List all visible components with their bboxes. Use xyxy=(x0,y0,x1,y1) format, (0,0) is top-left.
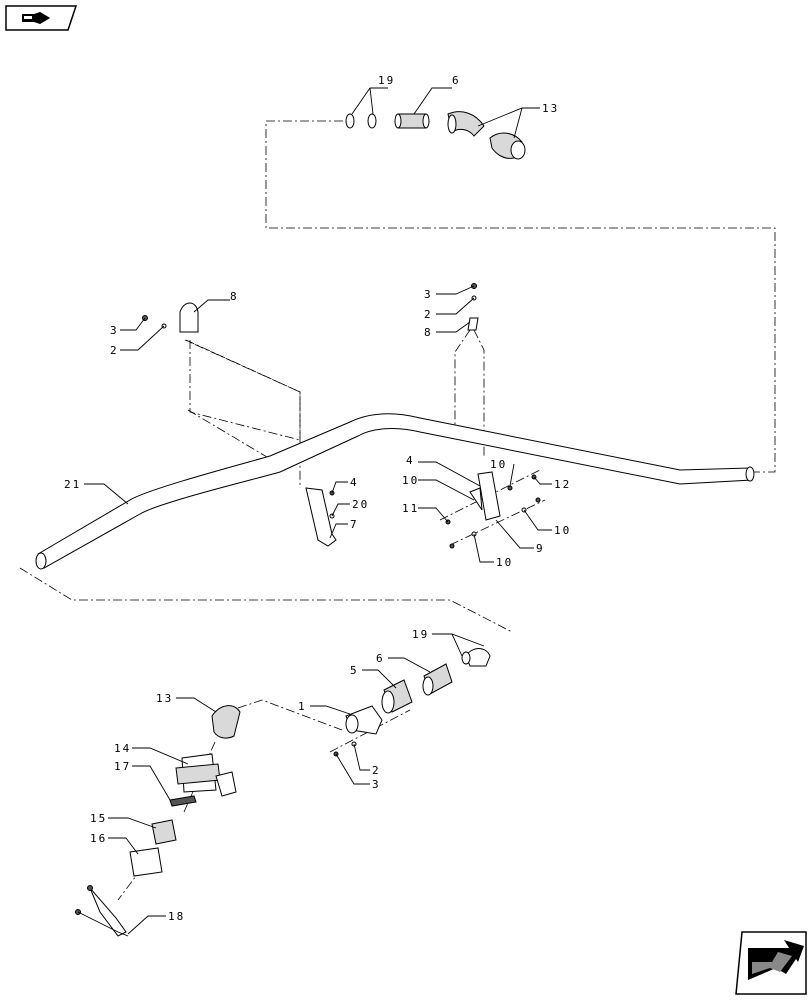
callout-5: 5 xyxy=(350,664,359,677)
callout-4: 4 xyxy=(350,476,359,489)
callout-19: 19 xyxy=(412,628,429,641)
callout-13: 13 xyxy=(542,102,559,115)
callout-10: 10 xyxy=(496,556,513,569)
callout-11: 11 xyxy=(402,502,419,515)
callout-7: 7 xyxy=(350,518,359,531)
callout-19: 19 xyxy=(378,74,395,87)
lower-assembly xyxy=(75,648,491,937)
callout-1: 1 xyxy=(298,700,307,713)
callout-9: 9 xyxy=(536,542,545,555)
main-tube xyxy=(35,413,755,570)
callout-2: 2 xyxy=(372,764,381,777)
callout-6: 6 xyxy=(376,652,385,665)
clamps-brackets xyxy=(142,283,541,549)
callout-15: 15 xyxy=(90,812,107,825)
callout-8: 8 xyxy=(424,326,433,339)
callout-6: 6 xyxy=(452,74,461,87)
callout-13: 13 xyxy=(156,692,173,705)
forward-nav-button[interactable] xyxy=(735,931,807,995)
top-fitting-group xyxy=(345,111,526,160)
leader-lines xyxy=(84,87,552,935)
callout-18: 18 xyxy=(168,910,185,923)
callout-2: 2 xyxy=(424,308,433,321)
callout-10: 10 xyxy=(402,474,419,487)
callout-14: 14 xyxy=(114,742,131,755)
callout-10: 10 xyxy=(490,458,507,471)
callout-20: 20 xyxy=(352,498,369,511)
callout-12: 12 xyxy=(554,478,571,491)
callout-21: 21 xyxy=(64,478,81,491)
callout-4: 4 xyxy=(406,454,415,467)
hand-pointing-icon xyxy=(22,12,50,24)
callout-3: 3 xyxy=(372,778,381,791)
callout-3: 3 xyxy=(424,288,433,301)
curved-arrow-icon xyxy=(748,940,804,980)
callout-17: 17 xyxy=(114,760,131,773)
callout-labels: 19 6 13 8 3 2 3 2 8 21 4 20 7 4 10 10 11… xyxy=(64,74,571,923)
callout-10: 10 xyxy=(554,524,571,537)
callout-2: 2 xyxy=(110,344,119,357)
callout-8: 8 xyxy=(230,290,239,303)
callout-3: 3 xyxy=(110,324,119,337)
back-nav-button[interactable] xyxy=(5,5,78,31)
callout-16: 16 xyxy=(90,832,107,845)
